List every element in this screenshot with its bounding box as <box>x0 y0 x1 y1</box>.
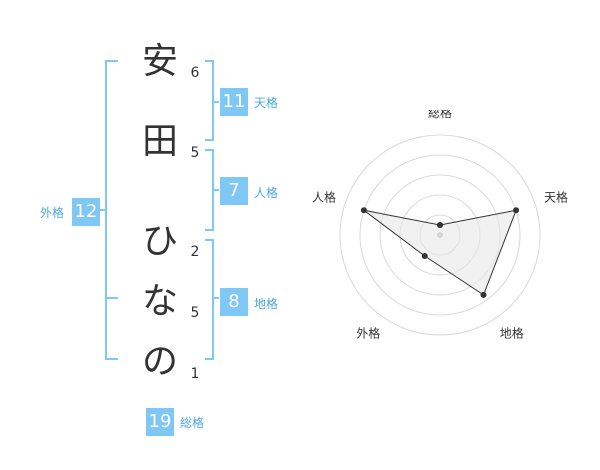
radar-axis-label: 地格 <box>500 326 524 341</box>
gaikaku-value: 12 <box>72 198 100 226</box>
radar-point <box>421 253 428 260</box>
name-char-5: の <box>141 341 178 382</box>
stroke-count-3: 2 <box>190 244 200 260</box>
radar-point <box>480 291 487 298</box>
stroke-count-5: 1 <box>190 366 200 382</box>
radar-axis-label: 総格 <box>428 110 452 120</box>
radar-point <box>437 222 443 228</box>
name-char-4: な <box>141 281 178 322</box>
radar-point <box>360 207 367 214</box>
radar-axis-label: 外格 <box>356 326 380 341</box>
jinkaku-label: 人格 <box>254 186 279 200</box>
gaikaku-label: 外格 <box>40 206 65 220</box>
radar-axis-label: 天格 <box>544 189 568 204</box>
stroke-count-2: 5 <box>190 145 200 161</box>
radar-ring <box>359 154 521 316</box>
stroke-count-1: 6 <box>190 65 200 81</box>
name-char-2: 田 <box>141 121 178 162</box>
soukaku-value: 19 <box>146 408 174 436</box>
chikaku-label: 地格 <box>254 297 279 311</box>
tenkaku-label: 天格 <box>254 96 279 110</box>
radar-ring <box>339 134 541 336</box>
chikaku-value: 8 <box>220 288 248 316</box>
radar-point <box>513 207 520 214</box>
jinkaku-value: 7 <box>220 177 248 205</box>
stroke-count-4: 5 <box>190 305 200 321</box>
name-char-3: ひ <box>141 221 178 262</box>
radar-axis-label: 人格 <box>312 189 336 204</box>
name-char-1: 安 <box>141 41 178 82</box>
radar-area <box>363 209 517 296</box>
tenkaku-value: 11 <box>220 88 248 116</box>
soukaku-label: 総格 <box>180 416 205 430</box>
